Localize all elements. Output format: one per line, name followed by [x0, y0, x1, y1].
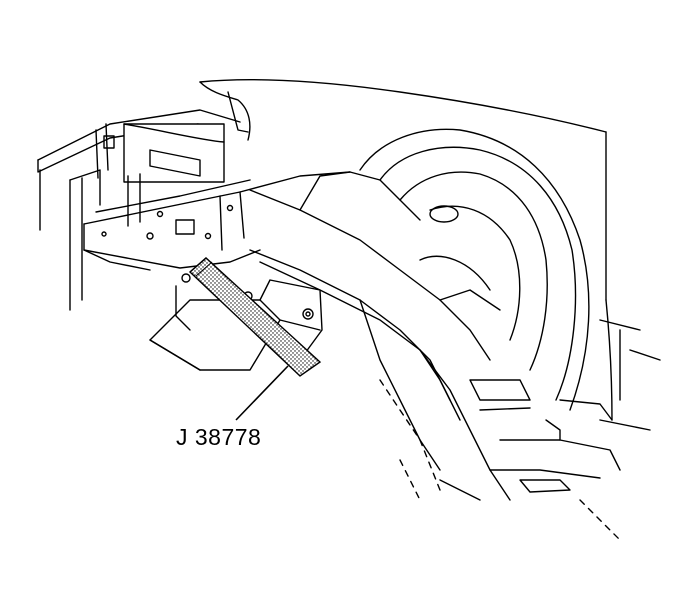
floor-pan	[439, 319, 661, 501]
tool-callout-label: J 38778	[176, 424, 262, 450]
rear-rail	[249, 171, 511, 501]
hidden-lines	[379, 379, 621, 541]
fender-outline	[199, 78, 613, 421]
frame-rail	[83, 171, 351, 271]
wheel-well	[359, 128, 613, 441]
callout-leader-line	[235, 365, 289, 421]
special-tool-j38778	[188, 257, 322, 377]
radiator-support	[37, 109, 241, 311]
